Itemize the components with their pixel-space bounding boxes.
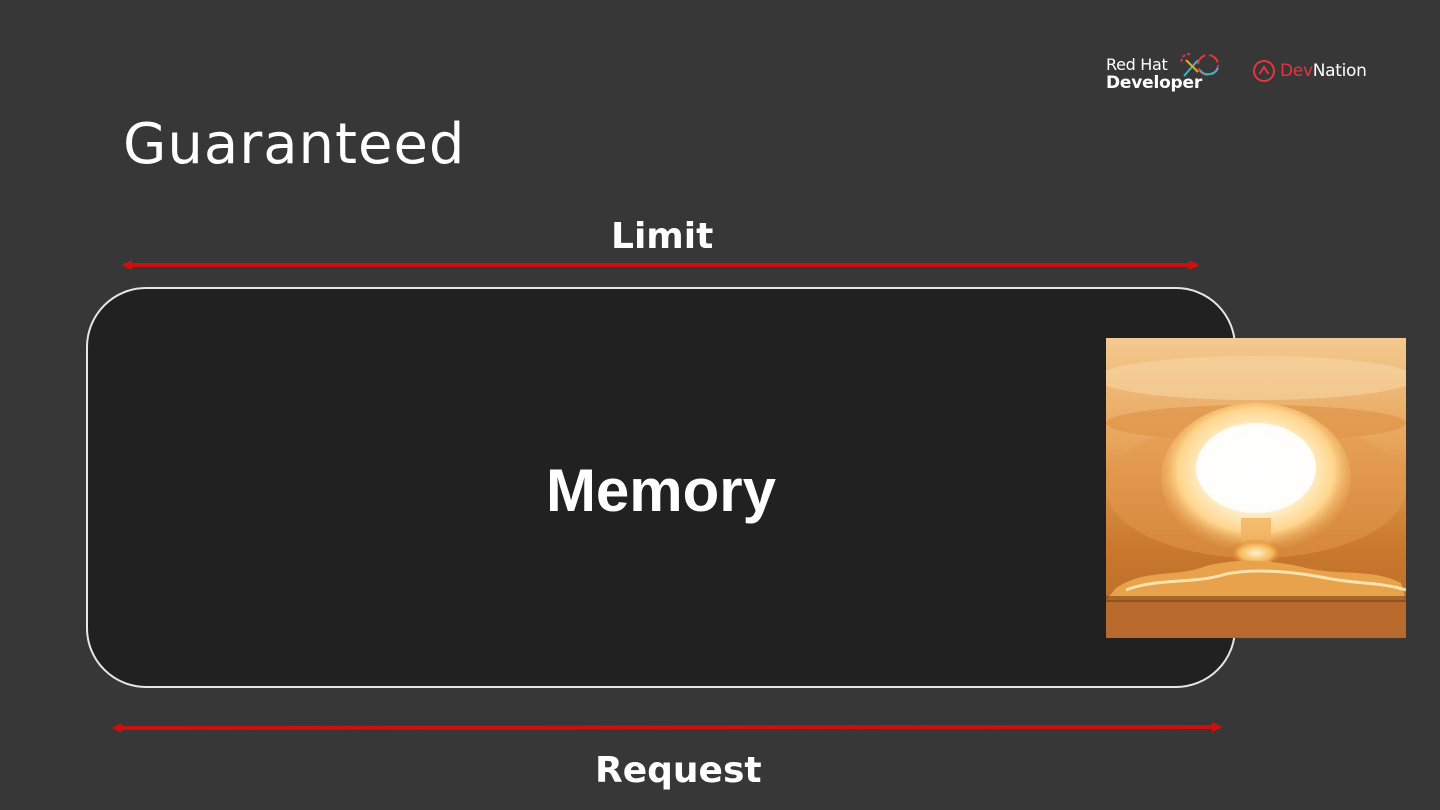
devnation-logo: DevNation bbox=[1252, 58, 1367, 84]
request-arrow bbox=[112, 722, 1222, 733]
nuclear-explosion-image bbox=[1106, 338, 1406, 638]
devnation-nation-text: Nation bbox=[1312, 61, 1367, 81]
request-label: Request bbox=[595, 750, 762, 791]
devnation-logo-text: DevNation bbox=[1280, 61, 1367, 81]
limit-label: Limit bbox=[611, 216, 714, 257]
slide-title: Guaranteed bbox=[123, 112, 466, 177]
red-hat-logo-text: Red Hat bbox=[1106, 55, 1168, 74]
devnation-mark-icon bbox=[1253, 60, 1275, 82]
memory-label: Memory bbox=[545, 457, 777, 524]
devnation-dev-text: Dev bbox=[1280, 61, 1313, 81]
red-hat-developer-mark-icon bbox=[1180, 53, 1219, 77]
logo-bar: Red Hat Developer DevNation bbox=[1104, 48, 1394, 98]
developer-logo-text: Developer bbox=[1106, 72, 1203, 93]
explosion-illustration bbox=[1106, 338, 1406, 638]
red-hat-developer-logo: Red Hat Developer bbox=[1106, 56, 1202, 92]
